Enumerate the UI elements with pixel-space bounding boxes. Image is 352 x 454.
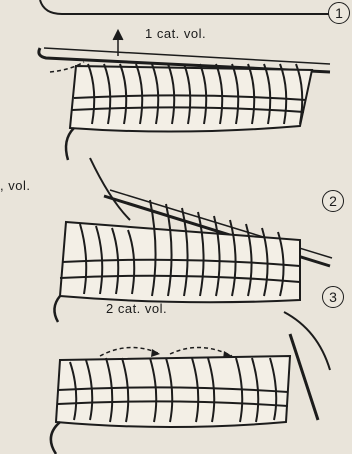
step-number-3: 3 [322,286,344,308]
step-number-2: 2 [322,190,344,212]
figure-1-stitch-drawing [39,30,330,160]
figure-3-stitch-drawing [51,312,330,454]
figure-2-stitch-drawing [54,158,332,322]
top-frame-line [40,0,330,14]
step-number-1: 1 [328,2,350,24]
figure-2-left-label: , vol. [0,178,30,193]
figure-1-label: 1 cat. vol. [145,26,206,41]
figure-3-label: 2 cat. vol. [106,301,167,316]
